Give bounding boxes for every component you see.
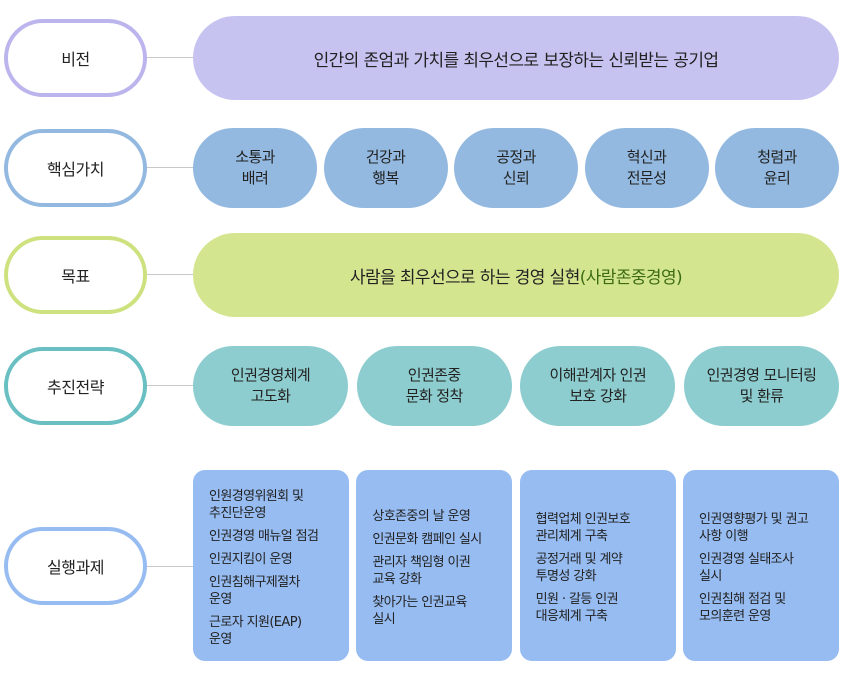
task-item: 인권경영 매뉴얼 점검 bbox=[209, 528, 319, 544]
goal-text: 사람을 최우선으로 하는 경영 실현 bbox=[349, 267, 580, 288]
task-item: 근로자 지원(EAP) 운영 bbox=[209, 614, 302, 647]
task-column-2: 상호존중의 날 운영 인권문화 캠페인 실시 관리자 책임형 이권 교육 강화 … bbox=[356, 470, 513, 661]
core-value-line: 건강과 bbox=[365, 148, 406, 166]
task-item: 찾아가는 인권교육 실시 bbox=[372, 594, 467, 627]
strategy-line: 보호 강화 bbox=[569, 387, 627, 405]
task-column-4: 인권영향평가 및 권고 사항 이행 인권경영 실태조사 실시 인권침해 점검 및… bbox=[682, 470, 839, 661]
strategy-line: 고도화 bbox=[250, 387, 291, 405]
core-values-label: 핵심가치 bbox=[4, 129, 147, 207]
task-item: 인원경영위원회 및 추진단운영 bbox=[209, 488, 304, 521]
strategy-line: 인권존중 bbox=[407, 366, 461, 384]
core-value-line: 공정과 bbox=[496, 148, 536, 166]
strategy-line: 및 환류 bbox=[739, 387, 784, 405]
tasks-label: 실행과제 bbox=[4, 527, 147, 605]
task-item: 상호존중의 날 운영 bbox=[372, 508, 471, 524]
task-item: 협력업체 인권보호 관리체계 구축 bbox=[535, 511, 631, 544]
vision-statement: 인간의 존엄과 가치를 최우선으로 보장하는 신뢰받는 공기업 bbox=[193, 16, 839, 100]
goal-connector bbox=[147, 274, 193, 275]
task-item: 인권문화 캠페인 실시 bbox=[372, 531, 482, 547]
task-item: 민원 · 갈등 인권 대응체계 구축 bbox=[535, 591, 619, 624]
core-value-line: 배려 bbox=[241, 169, 269, 187]
task-columns: 인원경영위원회 및 추진단운영 인권경영 매뉴얼 점검 인권지킴이 운영 인권침… bbox=[193, 470, 839, 661]
task-column-3: 협력업체 인권보호 관리체계 구축 공정거래 및 계약 투명성 강화 민원 · … bbox=[519, 470, 676, 661]
strategy-line: 인권경영 모니터링 bbox=[706, 366, 817, 384]
task-item: 인권침해 점검 및 모의훈련 운영 bbox=[698, 591, 786, 624]
task-column-1: 인원경영위원회 및 추진단운영 인권경영 매뉴얼 점검 인권지킴이 운영 인권침… bbox=[193, 470, 349, 661]
task-item: 공정거래 및 계약 투명성 강화 bbox=[535, 551, 623, 584]
task-item: 인권침해구제절차 운영 bbox=[209, 574, 300, 607]
core-value-line: 행복 bbox=[372, 169, 399, 187]
task-item: 인권영향평가 및 권고 사항 이행 bbox=[698, 511, 809, 544]
strategy-connector bbox=[147, 385, 193, 386]
core-value-line: 소통과 bbox=[235, 148, 275, 166]
strategy-line: 문화 정착 bbox=[405, 387, 464, 405]
goal-statement: 사람을 최우선으로 하는 경영 실현(사람존중경영) bbox=[193, 233, 839, 317]
strategy-line: 이해관계자 인권 bbox=[549, 366, 647, 384]
strategy-line: 인권경영체계 bbox=[230, 366, 311, 384]
vision-label: 비전 bbox=[4, 19, 147, 97]
tasks-connector bbox=[147, 566, 193, 567]
task-item: 인권지킴이 운영 bbox=[209, 551, 293, 567]
core-value-line: 윤리 bbox=[763, 169, 791, 187]
core-value-line: 전문성 bbox=[626, 169, 667, 187]
goal-label: 목표 bbox=[4, 236, 147, 314]
core-value-line: 혁신과 bbox=[626, 148, 667, 166]
core-value-line: 신뢰 bbox=[502, 169, 530, 187]
strategy-label: 추진전략 bbox=[4, 347, 147, 425]
task-item: 인권경영 실태조사 실시 bbox=[698, 551, 794, 584]
goal-accent-text: (사람존중경영) bbox=[579, 267, 683, 288]
task-item: 관리자 책임형 이권 교육 강화 bbox=[372, 554, 471, 587]
core-value-line: 청렴과 bbox=[757, 148, 797, 166]
core-values-connector bbox=[147, 167, 193, 168]
vision-connector bbox=[147, 57, 193, 58]
